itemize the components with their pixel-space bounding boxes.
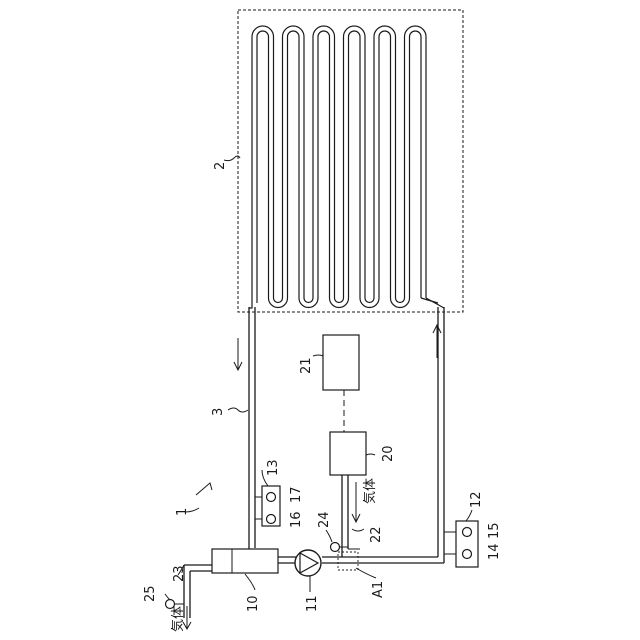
- valve-24-icon: [331, 543, 340, 552]
- serpentine-bend: [335, 298, 344, 303]
- label-unit-20: 20: [381, 445, 396, 462]
- label-tank: 10: [246, 595, 261, 612]
- label-valve-16: 16: [289, 511, 304, 528]
- label-valve-15: 15: [487, 522, 502, 539]
- label-line-22: 22: [369, 526, 384, 543]
- label-gas-upper: 気体: [362, 478, 378, 504]
- unit-20-box: [330, 432, 366, 475]
- serpentine-loop: [349, 31, 361, 298]
- label-valve-17: 17: [289, 486, 304, 503]
- serpentine-connector: [426, 298, 444, 308]
- label-valve-unit-12: 12: [469, 491, 484, 508]
- point-a1-marker: [338, 552, 358, 570]
- label-valve-24: 24: [317, 511, 332, 528]
- serpentine-connector: [421, 298, 438, 303]
- serpentine-loop: [257, 31, 269, 298]
- label-gas-lower: 気体: [170, 606, 186, 632]
- label-unit-21: 21: [299, 357, 314, 374]
- label-valve-unit-13: 13: [266, 459, 281, 476]
- label-pump: 11: [305, 595, 320, 612]
- serpentine-loop: [410, 31, 422, 298]
- label-line-23: 23: [172, 565, 187, 582]
- serpentine-loop: [344, 26, 366, 298]
- valve-unit-13: [255, 486, 280, 526]
- heat-panel-boundary: [238, 10, 463, 312]
- label-pipe: 3: [211, 408, 226, 416]
- line-22: [342, 475, 360, 557]
- serpentine-tube: [249, 26, 444, 308]
- label-heat-panel: 2: [213, 162, 228, 170]
- gas-outlet-line: [183, 565, 212, 629]
- valve-14-icon: [463, 550, 472, 559]
- valve-15-icon: [463, 528, 472, 537]
- serpentine-bend: [365, 298, 374, 303]
- serpentine-bend: [274, 298, 283, 303]
- serpentine-loop: [374, 26, 396, 298]
- flow-arrow-up: [433, 325, 441, 358]
- valve-unit-12: [444, 521, 478, 567]
- label-system: 1: [175, 508, 190, 516]
- label-valve-14: 14: [487, 543, 502, 560]
- serpentine-loop: [283, 26, 305, 298]
- valve-16-icon: [267, 515, 276, 524]
- serpentine-loop: [252, 26, 274, 298]
- unit-21-box: [323, 335, 359, 390]
- label-point-a1: A1: [371, 581, 386, 598]
- tank: [212, 549, 278, 573]
- serpentine-connector: [249, 298, 252, 308]
- serpentine-bend: [304, 298, 313, 303]
- flow-arrow-down: [234, 338, 242, 370]
- serpentine-loop: [379, 31, 391, 298]
- serpentine-loop: [318, 31, 330, 298]
- serpentine-loop: [313, 26, 335, 298]
- serpentine-loop: [288, 31, 300, 298]
- serpentine-bend: [396, 298, 405, 303]
- pump-icon: [295, 550, 321, 576]
- label-valve-25: 25: [143, 585, 158, 602]
- serpentine-loop: [405, 26, 427, 298]
- valve-17-icon: [267, 493, 276, 502]
